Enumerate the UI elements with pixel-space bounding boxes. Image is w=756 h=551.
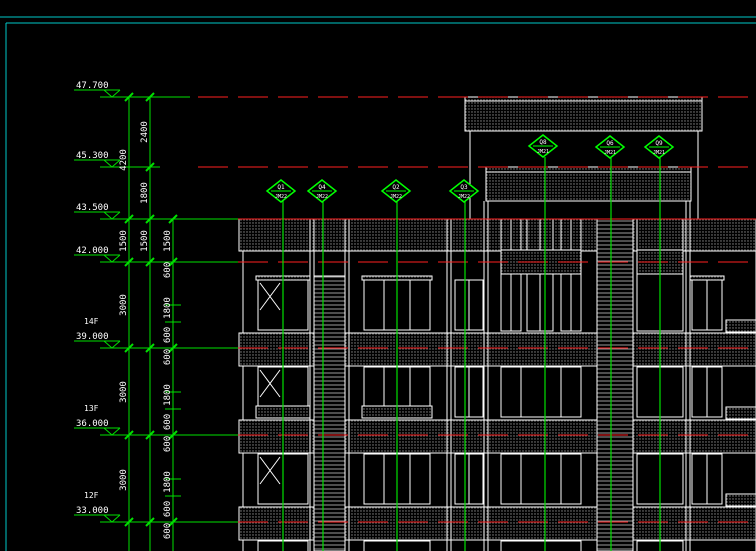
dim-text: 1800 bbox=[163, 384, 173, 406]
dim-text: 1800 bbox=[140, 182, 150, 204]
dim-text: 1500 bbox=[140, 230, 150, 252]
window-tag-q3: Q3 JM22 bbox=[448, 179, 480, 203]
tag-label: Q8 bbox=[539, 139, 547, 146]
tag-label: Q4 bbox=[318, 184, 326, 191]
window-tag-q9: Q9 JM21 bbox=[643, 135, 675, 159]
tag-label: Q6 bbox=[606, 140, 614, 147]
stair-shaft-left bbox=[313, 275, 346, 551]
window-tag-q4: Q4 JM22 bbox=[306, 179, 338, 203]
dim-text: 1800 bbox=[163, 297, 173, 319]
dim-text: 4200 bbox=[119, 149, 129, 171]
tag-sub: JM21 bbox=[653, 150, 665, 156]
window-tag-q2: Q2 JM22 bbox=[380, 179, 412, 203]
tag-label: Q1 bbox=[277, 184, 285, 191]
dim-text: 3000 bbox=[119, 469, 129, 491]
drawing-frame bbox=[0, 16, 756, 551]
level-value: 39.000 bbox=[76, 332, 109, 342]
tag-sub: JM22 bbox=[316, 194, 328, 200]
dim-text: 1500 bbox=[163, 230, 173, 252]
roof-parapet-band bbox=[238, 218, 756, 252]
mid-tower-parapet bbox=[485, 166, 692, 202]
dim-text: 600 bbox=[163, 414, 173, 430]
dim-text: 3000 bbox=[119, 381, 129, 403]
top-tower-parapet bbox=[464, 96, 703, 132]
tag-sub: JM22 bbox=[458, 194, 470, 200]
window-tag-q6: Q6 JM21 bbox=[594, 135, 626, 159]
datum-lines bbox=[198, 96, 756, 523]
level-mark-33000: 12F 33.000 bbox=[74, 491, 121, 523]
floor-label: 12F bbox=[84, 491, 99, 500]
level-value: 45.300 bbox=[76, 151, 109, 161]
dim-text: 1800 bbox=[163, 471, 173, 493]
tag-sub: JM22 bbox=[275, 194, 287, 200]
dim-text: 600 bbox=[163, 436, 173, 452]
level-mark-47700: 47.700 bbox=[74, 81, 121, 98]
dim-text: 600 bbox=[163, 501, 173, 517]
tag-label: Q2 bbox=[392, 184, 400, 191]
floor-label: 14F bbox=[84, 317, 99, 326]
dim-text: 600 bbox=[163, 523, 173, 539]
window-tag-q8: Q8 JM21 bbox=[527, 134, 559, 158]
level-mark-42000: 42.000 bbox=[74, 246, 121, 263]
window-tags: Q1 JM22 Q4 JM22 Q2 JM22 Q3 JM22 Q8 JM21 bbox=[265, 134, 675, 203]
tag-sub: JM21 bbox=[604, 150, 616, 156]
floor-label: 13F bbox=[84, 404, 99, 413]
tag-sub: JM22 bbox=[390, 194, 402, 200]
window-tag-q1: Q1 JM22 bbox=[265, 179, 297, 203]
dim-text: 600 bbox=[163, 349, 173, 365]
level-mark-36000: 13F 36.000 bbox=[74, 404, 121, 436]
level-value: 36.000 bbox=[76, 419, 109, 429]
dim-text: 600 bbox=[163, 262, 173, 278]
tag-sub: JM21 bbox=[537, 149, 549, 155]
level-value: 33.000 bbox=[76, 506, 109, 516]
outer-dimension-texts: 4200 1500 3000 3000 3000 bbox=[119, 149, 129, 491]
level-markers: 47.700 45.300 43.500 42.000 14F 39.000 1… bbox=[74, 81, 121, 523]
tag-label: Q3 bbox=[460, 184, 468, 191]
level-mark-43500: 43.500 bbox=[74, 203, 121, 220]
building-elevation bbox=[238, 96, 756, 551]
level-value: 43.500 bbox=[76, 203, 109, 213]
dim-text: 1500 bbox=[119, 230, 129, 252]
tag-label: Q9 bbox=[655, 140, 663, 147]
level-mark-45300: 45.300 bbox=[74, 151, 121, 168]
dim-text: 3000 bbox=[119, 294, 129, 316]
inner-dimension-texts: 2400 1800 1500 1500 600 1800 600 600 180… bbox=[140, 121, 173, 539]
tag-leaders bbox=[282, 157, 661, 551]
level-value: 47.700 bbox=[76, 81, 109, 91]
level-mark-39000: 14F 39.000 bbox=[74, 317, 121, 349]
dim-text: 600 bbox=[163, 327, 173, 343]
dimension-lines bbox=[100, 92, 238, 551]
dim-text: 2400 bbox=[140, 121, 150, 143]
level-value: 42.000 bbox=[76, 246, 109, 256]
stair-shaft-right bbox=[596, 218, 634, 551]
